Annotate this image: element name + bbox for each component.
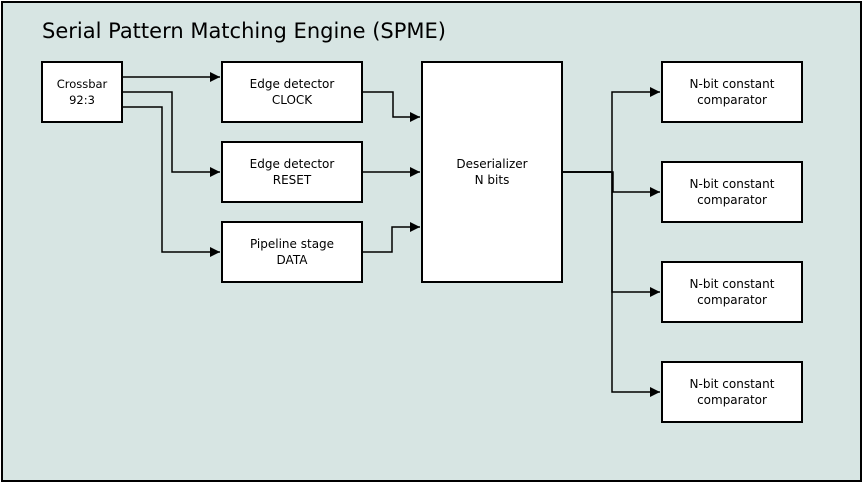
connector-clock-to-deserializer — [362, 91, 420, 122]
connector-crossbar-to-reset — [122, 91, 220, 177]
comparator-4-label: N-bit constant — [689, 377, 775, 391]
comparator-1-sublabel: comparator — [697, 93, 767, 107]
crossbar-label: Crossbar — [56, 77, 108, 91]
comparator-block-2: N-bit constant comparator — [661, 161, 803, 223]
comparator-block-4: N-bit constant comparator — [661, 361, 803, 423]
comparator-2-sublabel: comparator — [697, 193, 767, 207]
deserializer-width: N bits — [474, 173, 510, 187]
deserializer-label: Deserializer — [456, 157, 528, 171]
comparator-3-label: N-bit constant — [689, 277, 775, 291]
connector-crossbar-to-data — [122, 106, 220, 257]
comparator-block-1: N-bit constant comparator — [661, 61, 803, 123]
crossbar-ratio: 92:3 — [69, 93, 95, 107]
edge-detector-reset-block: Edge detector RESET — [221, 141, 363, 203]
diagram-title: Serial Pattern Matching Engine (SPME) — [42, 19, 446, 43]
comparator-3-sublabel: comparator — [697, 293, 767, 307]
edge-detector-clock-label: Edge detector — [249, 77, 335, 91]
edge-detector-clock-block: Edge detector CLOCK — [221, 61, 363, 123]
pipeline-stage-label: Pipeline stage — [249, 237, 335, 251]
crossbar-block: Crossbar 92:3 — [41, 61, 123, 123]
comparator-4-sublabel: comparator — [697, 393, 767, 407]
comparator-block-3: N-bit constant comparator — [661, 261, 803, 323]
pipeline-stage-signal: DATA — [276, 253, 308, 267]
pipeline-stage-data-block: Pipeline stage DATA — [221, 221, 363, 283]
comparator-2-label: N-bit constant — [689, 177, 775, 191]
connector-data-to-deserializer — [362, 222, 420, 253]
connector-deserializer-to-comparator-4 — [562, 171, 660, 397]
comparator-1-label: N-bit constant — [689, 77, 775, 91]
edge-detector-clock-signal: CLOCK — [271, 93, 313, 107]
edge-detector-reset-label: Edge detector — [249, 157, 335, 171]
deserializer-block: Deserializer N bits — [421, 61, 563, 283]
edge-detector-reset-signal: RESET — [272, 173, 312, 187]
